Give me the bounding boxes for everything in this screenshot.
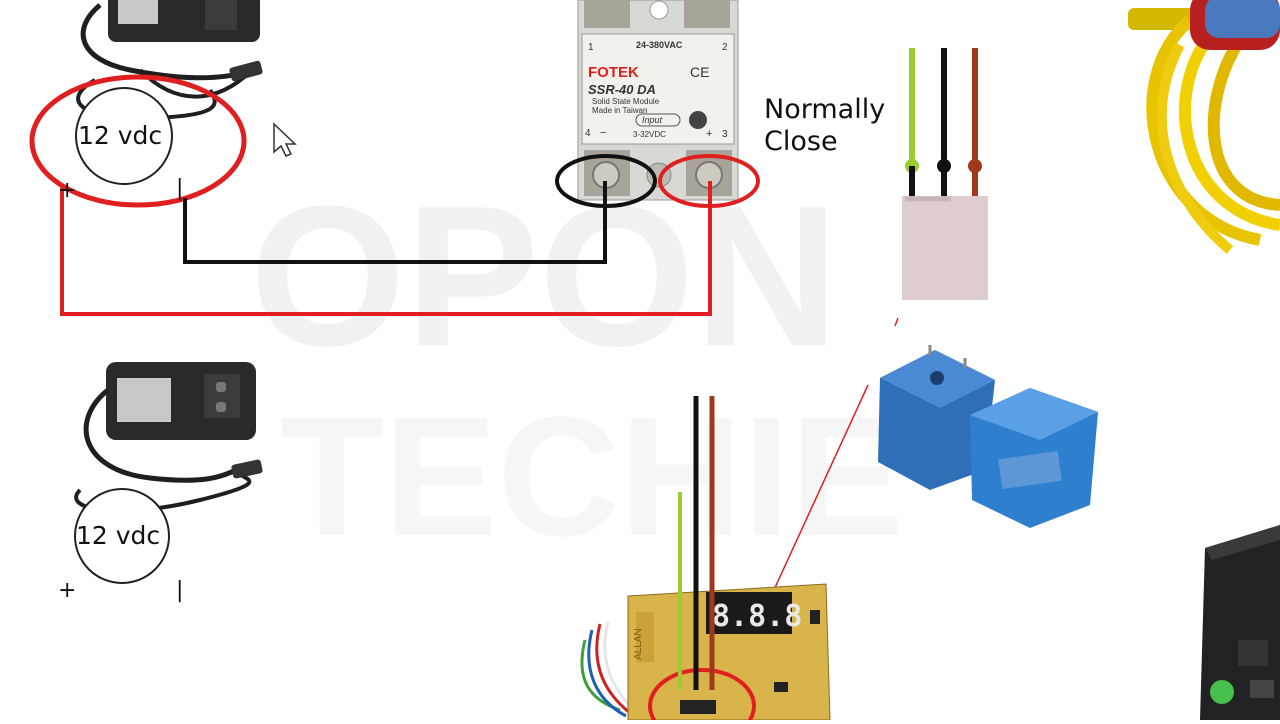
ssr-input-label: Input xyxy=(642,115,663,125)
adapter-bottom-voltage-label: 12 vdc xyxy=(76,521,161,550)
adapter-top-plus-label: + xyxy=(58,178,77,203)
controller-display: 8.8.8 xyxy=(712,599,802,634)
ssr-model: SSR-40 DA xyxy=(588,82,656,97)
ssr-plus: + xyxy=(706,128,712,140)
ssr-input-range: 3-32VDC xyxy=(633,130,666,139)
relay-terminal-block xyxy=(902,48,988,300)
watermark-line2: TECHIE xyxy=(280,382,903,572)
temperature-controller-board: 8.8.8 ALLAN xyxy=(580,583,831,724)
controller-wires xyxy=(678,396,715,690)
ssr-minus: − xyxy=(600,127,606,139)
cursor-icon xyxy=(273,122,297,157)
ssr-pin4: 4 xyxy=(585,128,591,139)
red-highlight-ellipse-controller xyxy=(648,668,756,724)
relay-note-label: Normally Close xyxy=(764,94,885,158)
watermark: OPON TECHIE xyxy=(250,165,903,572)
red-highlight-ellipse xyxy=(29,74,247,208)
adapter-top-minus-label: | xyxy=(176,176,184,201)
ssr-origin: Made in Taiwan xyxy=(592,106,647,115)
yellow-cable-coil xyxy=(1128,0,1280,254)
power-adapter-top xyxy=(29,0,263,208)
power-adapter-bottom xyxy=(74,362,263,584)
relay-note-line1: Normally xyxy=(764,94,886,125)
ssr-pin2: 2 xyxy=(722,42,728,53)
relay-note-line2: Close xyxy=(764,126,838,157)
watermark-line1: OPON xyxy=(250,165,839,388)
solid-state-relay: 1 24-380VAC 2 FOTEK CE SSR-40 DA Solid S… xyxy=(555,0,760,208)
wire-red-positive xyxy=(60,181,712,316)
adapter-bottom-minus-label: | xyxy=(176,578,184,603)
controller-brand: ALLAN xyxy=(633,628,644,660)
wire-black-negative xyxy=(183,181,607,264)
ssr-ce-mark: CE xyxy=(690,64,709,80)
ssr-pin1: 1 xyxy=(588,42,594,53)
adapter-top-voltage-label: 12 vdc xyxy=(78,121,163,150)
ssr-brand: FOTEK xyxy=(588,64,639,81)
ssr-load-range: 24-380VAC xyxy=(636,40,683,50)
adapter-bottom-plus-label: + xyxy=(58,578,77,603)
ssr-subtitle: Solid State Module xyxy=(592,97,660,106)
ssr-pin3: 3 xyxy=(722,129,728,140)
blue-relay-modules xyxy=(878,345,1098,528)
power-supply-device xyxy=(1200,525,1280,720)
